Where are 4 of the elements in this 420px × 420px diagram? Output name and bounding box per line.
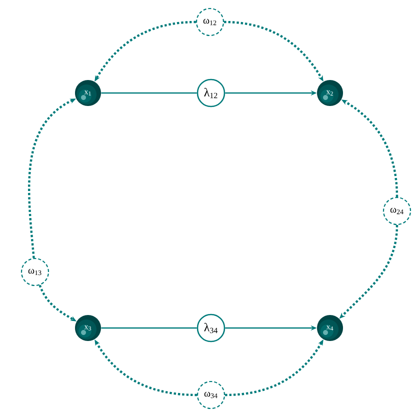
sphere-node: x$_{3}$ xyxy=(75,315,101,341)
sphere-node: x$_{2}$ xyxy=(317,80,343,106)
sphere-node: x$_{4}$ xyxy=(317,315,343,341)
sphere-node: x$_{1}$ xyxy=(75,80,101,106)
